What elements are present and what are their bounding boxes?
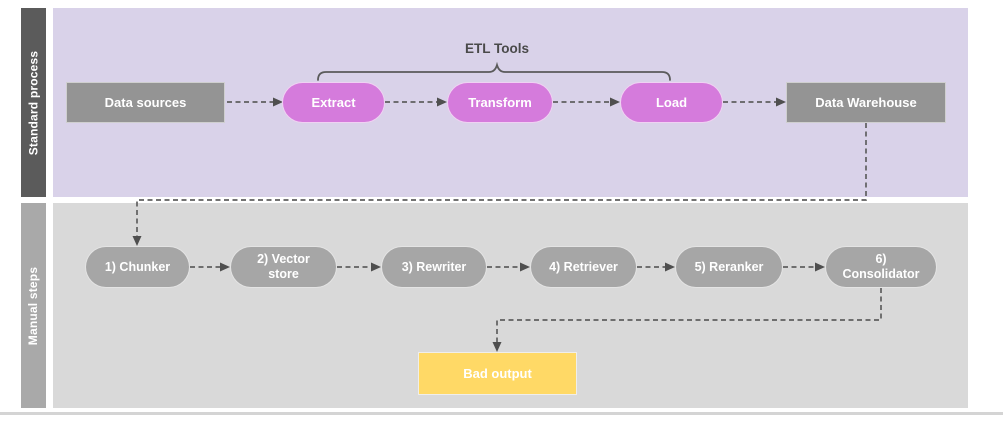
lane-standard-process-label-text: Standard process xyxy=(26,50,41,155)
node-data-sources: Data sources xyxy=(66,82,225,123)
node-data-warehouse: Data Warehouse xyxy=(786,82,946,123)
node-load-label: Load xyxy=(655,94,688,110)
node-consolidator-label: 6) Consolidator xyxy=(842,252,920,281)
node-vector-store: 2) Vector store xyxy=(230,246,337,288)
etl-tools-label: ETL Tools xyxy=(465,41,529,56)
node-transform-label: Transform xyxy=(468,94,532,110)
node-data-sources-label: Data sources xyxy=(104,94,187,110)
node-transform: Transform xyxy=(447,82,553,123)
node-retriever: 4) Retriever xyxy=(530,246,637,288)
node-load: Load xyxy=(620,82,723,123)
lane-manual-steps-label-text: Manual steps xyxy=(26,266,41,345)
node-chunker-label: 1) Chunker xyxy=(104,259,171,274)
node-reranker-label: 5) Reranker xyxy=(694,259,764,274)
bottom-divider xyxy=(0,412,1003,415)
node-extract-label: Extract xyxy=(311,94,356,110)
lane-manual-steps-label: Manual steps xyxy=(21,203,46,408)
node-rewriter: 3) Rewriter xyxy=(381,246,487,288)
node-bad-output: Bad output xyxy=(418,352,577,395)
node-reranker: 5) Reranker xyxy=(675,246,783,288)
node-vector-store-label: 2) Vector store xyxy=(257,252,310,281)
node-chunker: 1) Chunker xyxy=(85,246,190,288)
lane-standard-process-label: Standard process xyxy=(21,8,46,197)
node-data-warehouse-label: Data Warehouse xyxy=(815,94,917,110)
node-consolidator: 6) Consolidator xyxy=(825,246,937,288)
node-rewriter-label: 3) Rewriter xyxy=(401,259,467,274)
node-retriever-label: 4) Retriever xyxy=(549,259,618,274)
node-bad-output-label: Bad output xyxy=(463,365,532,381)
node-extract: Extract xyxy=(282,82,385,123)
